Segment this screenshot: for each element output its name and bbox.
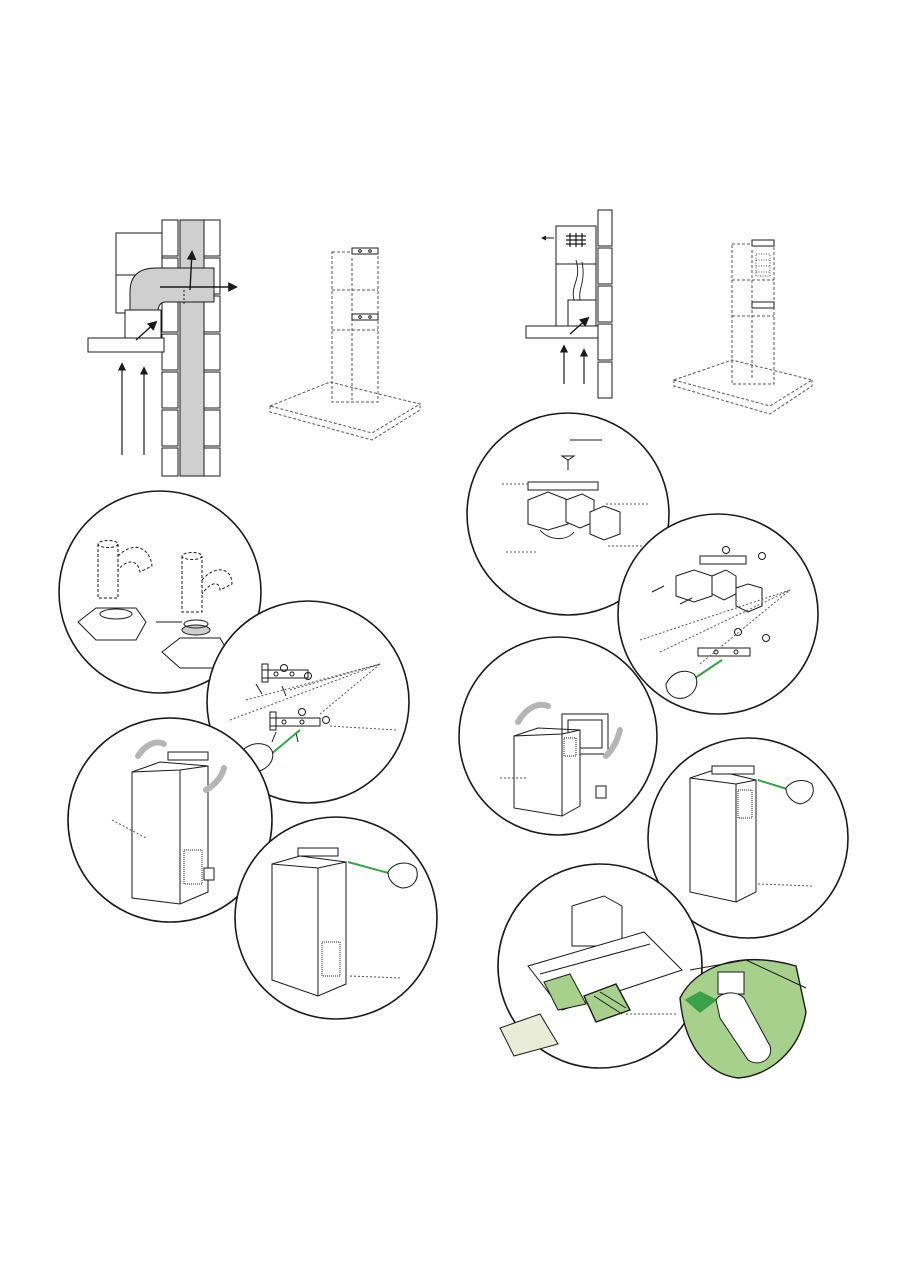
recirculation-section-icon	[525, 209, 613, 399]
bracket-screws-icon	[206, 600, 410, 804]
chimney-slide-grille-icon	[458, 636, 658, 836]
brick-wall-column-right	[203, 219, 221, 477]
chimney-screwing-icon	[234, 816, 438, 1020]
chimney-screwing-grille-icon	[647, 737, 849, 939]
brick-wall-column	[597, 209, 613, 399]
chimney-grille-icon	[563, 737, 577, 757]
ducted-exhaust-section-icon	[87, 219, 238, 477]
chimney-vent-grille-icon	[183, 849, 203, 885]
dashed-chimney-outline-icon	[268, 247, 422, 441]
motor-box	[567, 299, 597, 327]
grille-icon	[566, 233, 586, 247]
upper-bracket-icon	[351, 247, 379, 255]
hood-canopy	[87, 337, 165, 353]
lower-bracket-icon	[351, 313, 379, 321]
curved-duct	[129, 267, 215, 313]
bracket-deflector-screws-icon	[617, 513, 819, 715]
air-deflector-parts-icon	[466, 412, 670, 616]
flexible-pipe-connection-icon	[58, 490, 262, 694]
hood-canopy	[525, 325, 599, 339]
motor-box	[124, 309, 162, 341]
dashed-chimney-grille-outline-icon	[672, 239, 814, 415]
carbon-filter-install-icon	[497, 863, 703, 1069]
filter-clip-press-icon	[679, 959, 807, 1079]
chimney-grille-icon	[755, 253, 771, 277]
chimney-slide-icon	[67, 717, 273, 923]
